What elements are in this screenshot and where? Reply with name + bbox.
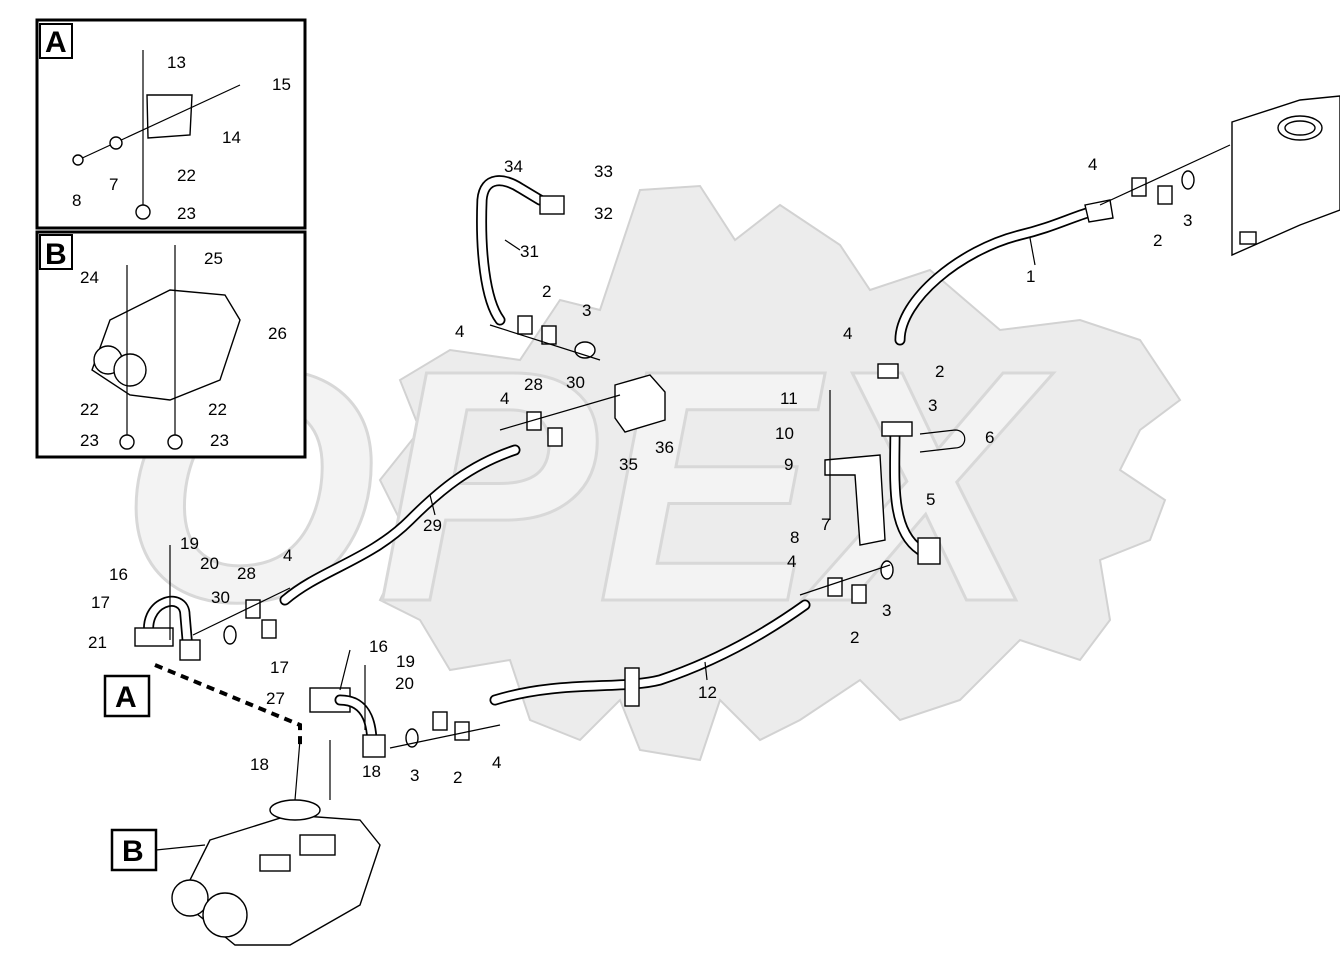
tube-5 [881,421,941,565]
callout: 3 [928,396,937,415]
callout: 14 [222,128,241,147]
callout: 31 [520,242,539,261]
callout: 19 [396,652,415,671]
callout: 19 [180,534,199,553]
callout: 13 [167,53,186,72]
callout: 36 [655,438,674,457]
callout: 22 [177,166,196,185]
callout: 4 [843,324,852,343]
bracket-9 [824,454,886,546]
callout: 3 [582,301,591,320]
callout: 28 [237,564,256,583]
callout: 30 [566,373,585,392]
callout: 4 [455,322,464,341]
callout: 2 [453,768,462,787]
callout: 6 [985,428,994,447]
callout: 15 [272,75,291,94]
view-label-b: B [45,238,67,271]
callout: 3 [1183,211,1192,230]
callout: 33 [594,162,613,181]
callout: 4 [787,552,796,571]
callout: 3 [882,601,891,620]
hydraulic-tank [1231,95,1340,257]
callout: 26 [268,324,287,343]
callout: 4 [492,753,501,772]
callout: 23 [210,431,229,450]
callout: 4 [500,389,509,408]
callout: 17 [91,593,110,612]
tube-27 [309,687,386,758]
callout: 20 [200,554,219,573]
block-36 [614,374,666,433]
callout: 24 [80,268,99,287]
callout: 4 [283,546,292,565]
leader-lines [169,144,1231,801]
callout: 2 [935,362,944,381]
view-label-a: A [45,26,67,59]
callout: 27 [266,689,285,708]
u-bolt-6 [919,429,966,453]
bracket-14 [146,94,193,139]
callout: 2 [1153,231,1162,250]
callout: 12 [698,683,717,702]
callout: 3 [410,766,419,785]
callout: 8 [790,528,799,547]
hose-29 [279,444,521,606]
inset-box-b: B [35,230,307,459]
callout: 11 [780,389,798,408]
callout: 8 [72,191,81,210]
svg-text:B: B [122,835,144,868]
callout: 25 [204,249,223,268]
callout: 35 [619,455,638,474]
control-valve-main [171,799,381,946]
main-label-a: A [103,674,151,718]
inset-box-a: A [35,18,307,230]
callout: 16 [109,565,128,584]
callout: 22 [208,400,227,419]
hose-12 [489,599,811,707]
callout: 10 [775,424,794,443]
callout: 28 [524,375,543,394]
callout: 9 [784,455,793,474]
callout: 16 [369,637,388,656]
callout: 23 [80,431,99,450]
callout: 4 [1088,155,1097,174]
hose-1 [894,199,1114,346]
callout: 32 [594,204,613,223]
callout: 1 [1026,267,1035,286]
main-label-b: B [110,828,206,872]
callout: 17 [270,658,289,677]
callout: 5 [926,490,935,509]
tube-21 [134,595,201,661]
callout: 21 [88,633,107,652]
callout: 34 [504,157,523,176]
callout-labels: 1 2 3 4 2 4 3 34 33 32 31 2 3 4 4 28 30 … [72,53,1192,787]
callout: 22 [80,400,99,419]
callout: 30 [211,588,230,607]
callout: 18 [362,762,381,781]
clamps [223,170,1195,748]
tube-31 [476,175,565,326]
callout: 2 [542,282,551,301]
callout: 2 [850,628,859,647]
callout: 7 [109,175,118,194]
callout: 20 [395,674,414,693]
callout: 7 [821,515,830,534]
callout: 18 [250,755,269,774]
svg-text:A: A [115,681,137,714]
callout: 23 [177,204,196,223]
callout: 29 [423,516,442,535]
